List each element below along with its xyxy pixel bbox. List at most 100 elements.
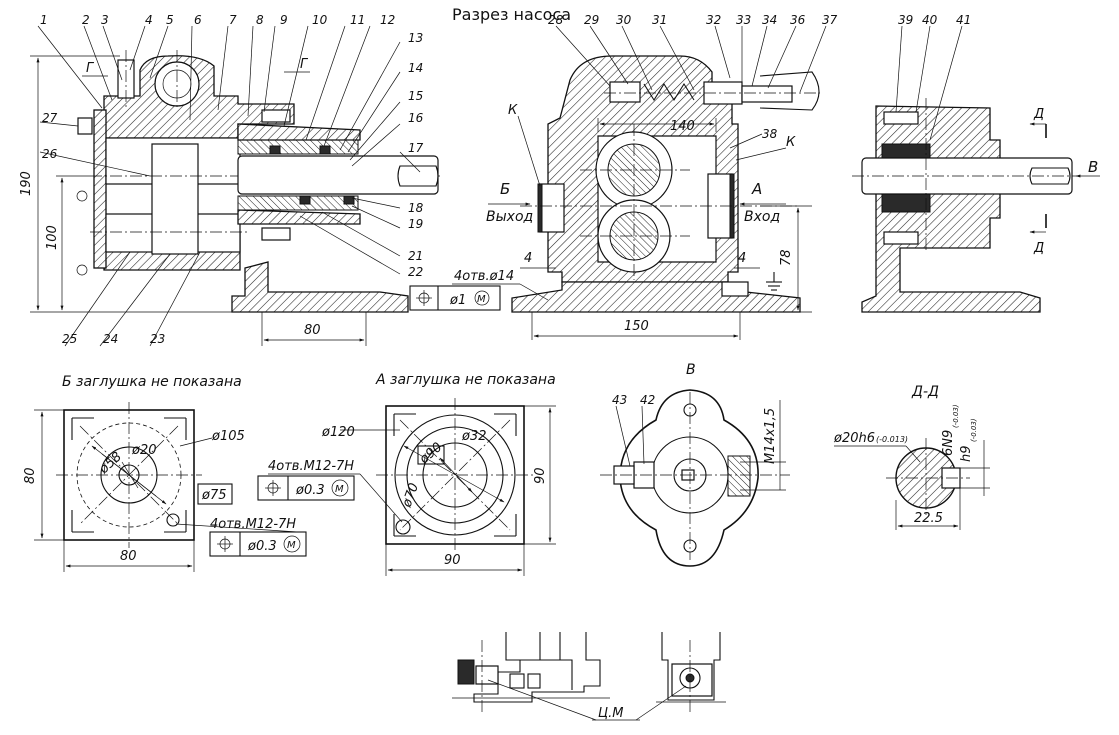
view-a: А заглушка не показана ø120 ø32 ø90 ø70 … (257, 372, 556, 576)
callout-28: 28 (548, 13, 564, 27)
dd-key-tol: (-0.03) (952, 404, 960, 428)
dd-shaft-tol: (-0.013) (876, 435, 908, 444)
a-tol-m: M (335, 484, 344, 495)
b-tol-m: M (287, 540, 296, 551)
callout-8: 8 (256, 13, 264, 27)
dd-shaft: ø20h6 (833, 431, 875, 446)
callout-42: 42 (640, 393, 655, 407)
callout-23: 23 (150, 332, 165, 346)
tol-main: ø1 (449, 293, 466, 308)
callout-3: 3 (101, 13, 109, 27)
dd-h: h9 (959, 445, 974, 462)
label-entry: Вход (744, 209, 780, 225)
callout-21: 21 (408, 249, 423, 263)
callout-10: 10 (312, 13, 328, 27)
callout-17: 17 (408, 141, 424, 155)
callout-39: 39 (898, 13, 913, 27)
v-m14: М14х1,5 (763, 408, 778, 464)
drawing-title: Разрез насоса (452, 5, 571, 24)
callout-7: 7 (229, 13, 237, 27)
callout-13: 13 (408, 31, 423, 45)
callout-34: 34 (762, 13, 777, 27)
center-of-mass-views: Ц.М (452, 632, 726, 721)
section-mark-d-bottom: Д (1033, 241, 1044, 256)
callout-26: 26 (42, 147, 58, 161)
callout-12: 12 (380, 13, 395, 27)
right-callouts: 39 40 41 (895, 13, 971, 141)
callout-36: 36 (790, 13, 806, 27)
dim-4-right: 4 (738, 251, 746, 266)
main-longitudinal-section (76, 50, 440, 313)
dd-dim-225: 22.5 (914, 511, 943, 526)
view-b: Б заглушка не показана ø105 ø20 ø58 ø75 … (23, 374, 307, 572)
callout-25: 25 (62, 332, 77, 346)
callout-2: 2 (82, 13, 90, 27)
callout-30: 30 (616, 13, 632, 27)
section-mark-k-right: К (786, 135, 796, 150)
callout-1: 1 (40, 13, 48, 27)
holes-14-note: 4отв.ø14 (454, 269, 514, 284)
a-holes: 4отв.М12-7Н (268, 459, 354, 474)
callout-15: 15 (408, 89, 423, 103)
a-dim-32: ø32 (461, 429, 487, 444)
dim-100: 100 (45, 225, 60, 250)
b-dim-w80: 80 (120, 549, 137, 564)
b-dim-20: ø20 (131, 443, 157, 458)
dim-78: 78 (779, 249, 794, 266)
tol-main-m: M (477, 294, 486, 305)
pump-cross-section (511, 55, 820, 313)
right-side-view (852, 98, 1080, 313)
callout-40: 40 (922, 13, 938, 27)
callout-9: 9 (280, 13, 288, 27)
view-mark-a: А (751, 180, 762, 198)
view-v-title: В (686, 362, 696, 378)
main-dimensions: 190 100 80 (19, 55, 367, 346)
b-dim-h80: 80 (23, 467, 38, 484)
callout-5: 5 (166, 13, 174, 27)
callout-27: 27 (42, 111, 58, 125)
cm-label: Ц.М (598, 706, 623, 721)
dim-80-main: 80 (304, 323, 321, 338)
callout-43: 43 (612, 393, 627, 407)
view-v: В М14х1,5 43 42 (600, 362, 790, 567)
a-dim-w90: 90 (444, 553, 461, 568)
b-dim-105: ø105 (211, 429, 245, 444)
callout-29: 29 (584, 13, 599, 27)
callout-41: 41 (956, 13, 971, 27)
callout-33: 33 (736, 13, 751, 27)
a-dim-h90: 90 (533, 467, 548, 484)
b-dim-58: ø58 (96, 449, 125, 477)
dd-key: 6N9 (941, 430, 956, 456)
section-mark-d-top: Д (1033, 107, 1044, 122)
section-mark-k-left: К (508, 103, 518, 118)
view-mark-b: Б (500, 180, 510, 198)
b-holes: 4отв.М12-7Н (210, 517, 296, 532)
dim-4-left: 4 (524, 251, 532, 266)
dd-h-tol: (-0.03) (970, 418, 978, 442)
callout-18: 18 (408, 201, 424, 215)
callout-22: 22 (408, 265, 423, 279)
a-tol: ø0.3 (295, 483, 325, 498)
callout-14: 14 (408, 61, 423, 75)
callout-leaders (37, 25, 421, 347)
center-annotations: К К Б Выход А Вход 140 150 78 4 4 4отв.ø… (409, 103, 812, 340)
callout-6: 6 (194, 13, 202, 27)
callout-37: 37 (822, 13, 838, 27)
view-mark-v-arrow: В (1088, 158, 1098, 176)
section-mark-g-right: Г (300, 57, 309, 72)
dim-190: 190 (19, 171, 34, 196)
b-tol: ø0.3 (247, 539, 277, 554)
view-b-caption: Б заглушка не показана (62, 374, 242, 390)
callout-24: 24 (103, 332, 118, 346)
callout-38: 38 (762, 127, 778, 141)
label-exit: Выход (486, 209, 533, 225)
section-d-d: Д-Д 22.5 ø20h6 (-0.013) 6N9 (-0.03) h9 (… (833, 384, 990, 530)
callout-16: 16 (408, 111, 424, 125)
callout-19: 19 (408, 217, 423, 231)
a-dim-120: ø120 (321, 425, 355, 440)
b-dim-75: ø75 (201, 488, 227, 503)
callout-numbers: 1 2 3 4 5 6 7 8 9 10 11 12 13 14 15 16 1… (40, 13, 424, 346)
right-section-marks: Д Д В (1029, 107, 1100, 256)
callout-4: 4 (145, 13, 153, 27)
